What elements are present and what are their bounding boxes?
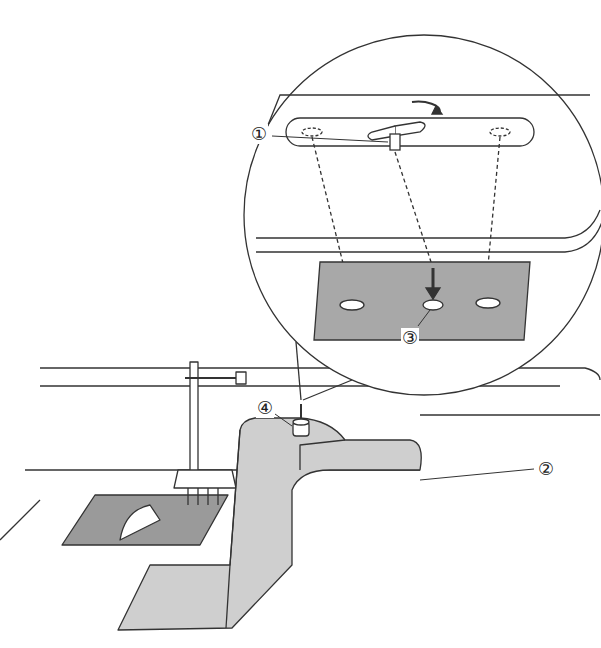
leader-lines — [272, 136, 534, 480]
callout-number: ③ — [401, 328, 419, 348]
callout-number: ① — [250, 124, 268, 144]
callout-number: ④ — [256, 398, 274, 418]
machine — [0, 362, 600, 630]
magnifier — [244, 35, 601, 400]
callout-number: ② — [537, 459, 555, 479]
